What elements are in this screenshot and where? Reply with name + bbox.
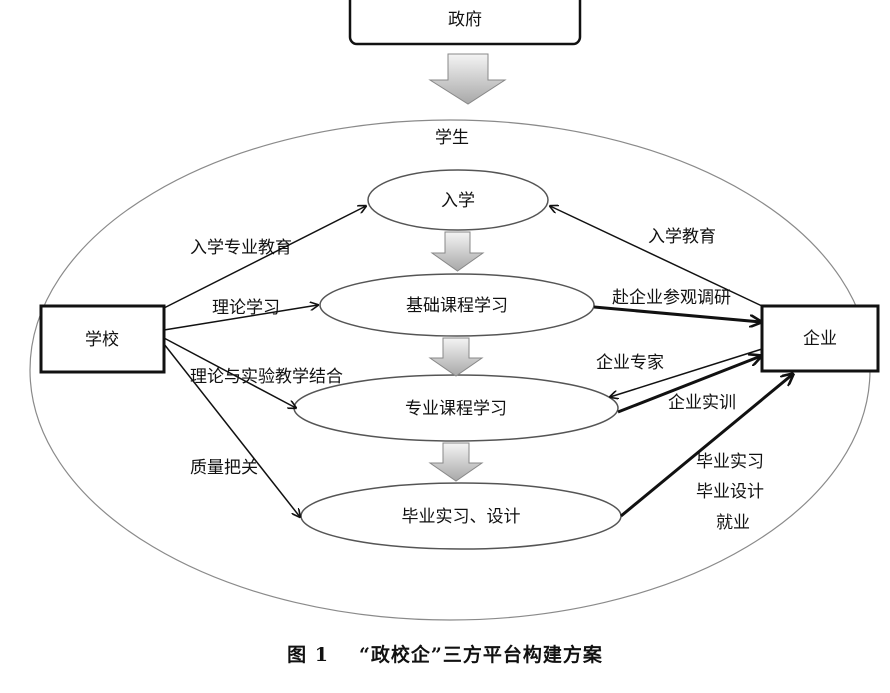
label-enroll-major-education: 入学专业教育 — [190, 238, 292, 258]
enterprise-label: 企业 — [803, 329, 837, 349]
government-down-arrow — [428, 53, 507, 105]
enterprise-experts-arrow — [610, 348, 763, 397]
platform-diagram: 政府 学生 入学 基础课程学习 专业课程学习 毕业实习、设计 学校 企业 入学专… — [29, 0, 880, 621]
label-enroll-education: 入学教育 — [648, 227, 716, 247]
label-graduation-design: 毕业设计 — [696, 482, 764, 502]
label-visit-enterprise: 赴企业参观调研 — [612, 288, 731, 308]
label-employment: 就业 — [716, 513, 750, 533]
school-label: 学校 — [85, 330, 119, 350]
label-theory-experiment: 理论与实验教学结合 — [190, 367, 343, 387]
students-label: 学生 — [435, 128, 469, 148]
stage-arrow-1 — [430, 231, 485, 272]
label-internship: 毕业实习 — [696, 452, 764, 472]
label-enterprise-experts: 企业专家 — [596, 353, 664, 373]
school-to-enrollment-arrow — [163, 206, 366, 309]
school-box — [39, 304, 166, 374]
stage-arrow-2 — [428, 337, 484, 377]
school-to-basic-arrow — [163, 305, 318, 331]
stage-arrow-3 — [428, 442, 484, 482]
enterprise-to-enrollment-arrow — [550, 206, 763, 307]
major-to-enterprise-arrow — [617, 356, 761, 414]
basic-courses-label: 基础课程学习 — [406, 296, 508, 316]
enrollment-node — [367, 169, 549, 231]
label-enterprise-training: 企业实训 — [668, 393, 736, 413]
figure-caption: 图 1 “政校企”三方平台构建方案 — [0, 640, 890, 667]
basic-courses-node — [319, 273, 595, 337]
graduation-label: 毕业实习、设计 — [402, 507, 521, 527]
school-to-major-arrow — [163, 337, 296, 408]
label-theory-study: 理论学习 — [212, 298, 280, 318]
graduation-to-enterprise-arrow — [620, 374, 793, 518]
basic-to-enterprise-arrow — [593, 305, 761, 322]
enrollment-label: 入学 — [441, 191, 475, 211]
figure-title: “政校企”三方平台构建方案 — [358, 644, 603, 666]
label-quality-control: 质量把关 — [190, 458, 258, 478]
government-box — [348, 0, 582, 46]
major-courses-label: 专业课程学习 — [405, 399, 507, 419]
government-label: 政府 — [448, 10, 482, 30]
figure-number: 图 1 — [287, 644, 329, 666]
school-to-graduation-arrow — [163, 343, 300, 517]
enterprise-box — [760, 304, 880, 373]
